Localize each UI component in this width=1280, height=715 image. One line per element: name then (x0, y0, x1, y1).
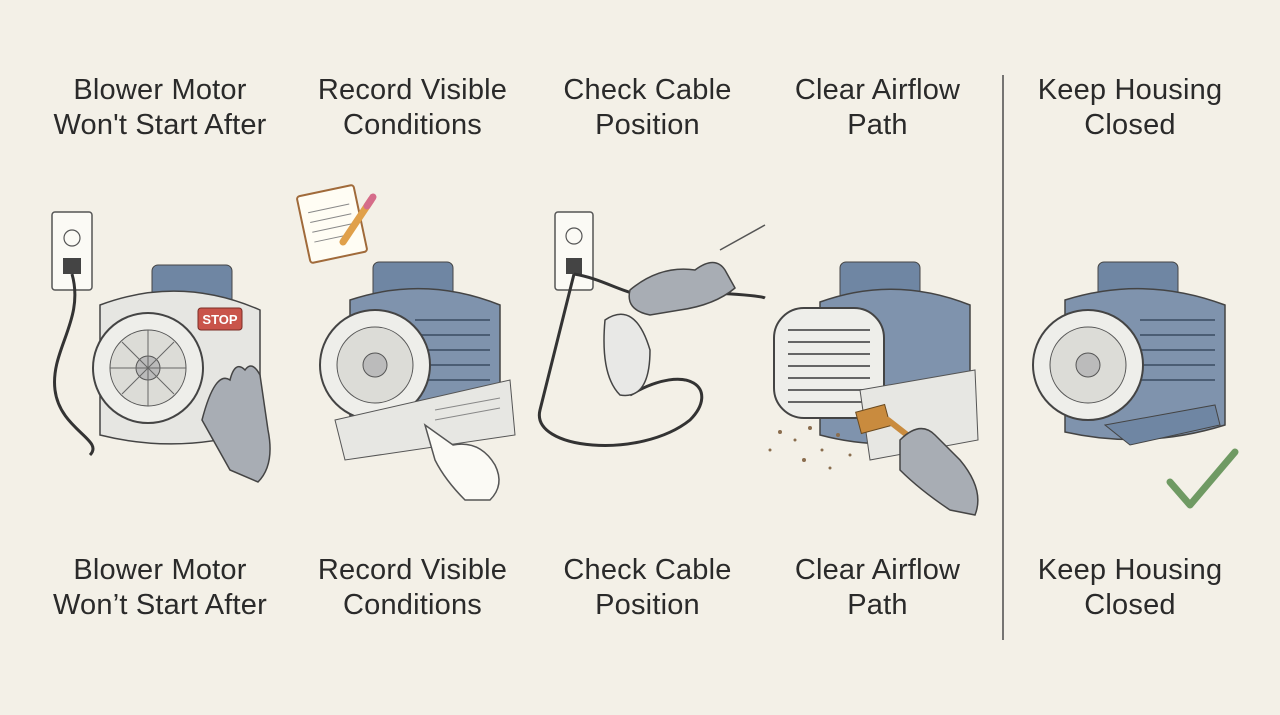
dust-particles (768, 426, 852, 470)
blower-motor (319, 261, 516, 461)
step-title-1: Blower Motor Won't Start After (53, 74, 267, 141)
stop-sign: STOP (197, 307, 243, 331)
blower-motor-stop-illustration: STOP (51, 211, 271, 483)
stop-sign-label: STOP (202, 312, 237, 327)
step-panel-4: Clear Airflow Path Clear Airflow Path (760, 0, 995, 715)
step-caption-3: Check Cable Position (563, 554, 732, 621)
step-caption-2: Record Visible Conditions (317, 554, 508, 621)
blower-motor (1032, 261, 1226, 446)
step-panel-1: Blower Motor Won't Start After STOP Blow… (30, 0, 290, 715)
step-title-2: Record Visible Conditions (317, 74, 508, 141)
wall-outlet-icon (554, 211, 594, 291)
step-caption-4: Clear Airflow Path (794, 554, 961, 621)
gloved-hand-icon (201, 365, 271, 483)
notepad-pencil-icon (296, 184, 377, 264)
blower-motor (773, 261, 979, 461)
pointing-hand-icon (423, 423, 500, 501)
wall-outlet-icon (51, 211, 93, 291)
step-caption-1: Blower Motor Won’t Start After (52, 554, 267, 621)
housing-closed-illustration (1032, 261, 1239, 509)
step-title-3: Check Cable Position (563, 74, 732, 141)
step-title-5: Keep Housing Closed (1037, 74, 1223, 141)
record-conditions-illustration (296, 184, 516, 501)
cable-loop (603, 313, 651, 397)
step-title-4: Clear Airflow Path (794, 74, 961, 141)
clear-airflow-illustration (768, 261, 979, 516)
step-panel-3: Check Cable Position Check Cable Positio… (520, 0, 775, 715)
check-cable-illustration (538, 211, 766, 447)
divider (1002, 75, 1004, 640)
step-panel-2: Record Visible Conditions (285, 0, 540, 715)
step-panel-5: Keep Housing Closed Keep Housing Closed (1010, 0, 1250, 715)
power-cable (53, 273, 95, 457)
gloved-hand-icon (628, 261, 736, 316)
step-caption-5: Keep Housing Closed (1037, 554, 1223, 621)
gloved-hand-icon (899, 427, 979, 516)
checkmark-icon (1166, 448, 1239, 509)
